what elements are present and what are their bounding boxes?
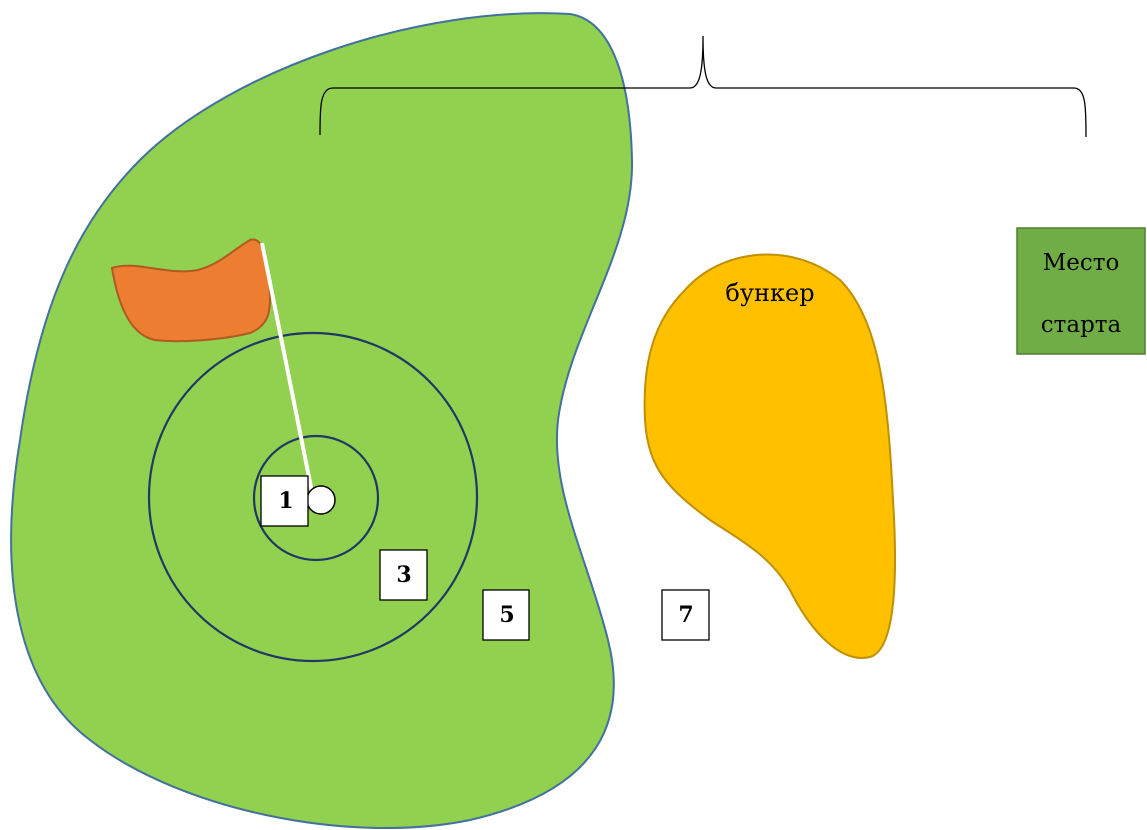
score-label-3: 3 — [396, 562, 411, 588]
start-label-line2: старта — [1041, 312, 1122, 338]
bunker-area — [643, 253, 896, 659]
score-box-1: 1 — [260, 475, 309, 527]
distance-brace — [319, 35, 1087, 138]
score-label-5: 5 — [499, 602, 514, 628]
score-box-5: 5 — [482, 589, 530, 641]
start-label-line1: Место — [1043, 250, 1120, 276]
score-box-7: 7 — [661, 589, 710, 641]
inner-scoring-ring — [252, 434, 380, 562]
score-label-7: 7 — [678, 602, 693, 628]
outer-scoring-ring — [147, 331, 479, 663]
score-label-1: 1 — [278, 488, 293, 514]
bunker-label: бункер — [725, 279, 814, 307]
start-box: Место старта — [1016, 227, 1146, 355]
flagpole — [260, 242, 314, 493]
score-box-3: 3 — [379, 549, 428, 601]
hole — [306, 485, 336, 515]
green-area — [10, 12, 634, 829]
